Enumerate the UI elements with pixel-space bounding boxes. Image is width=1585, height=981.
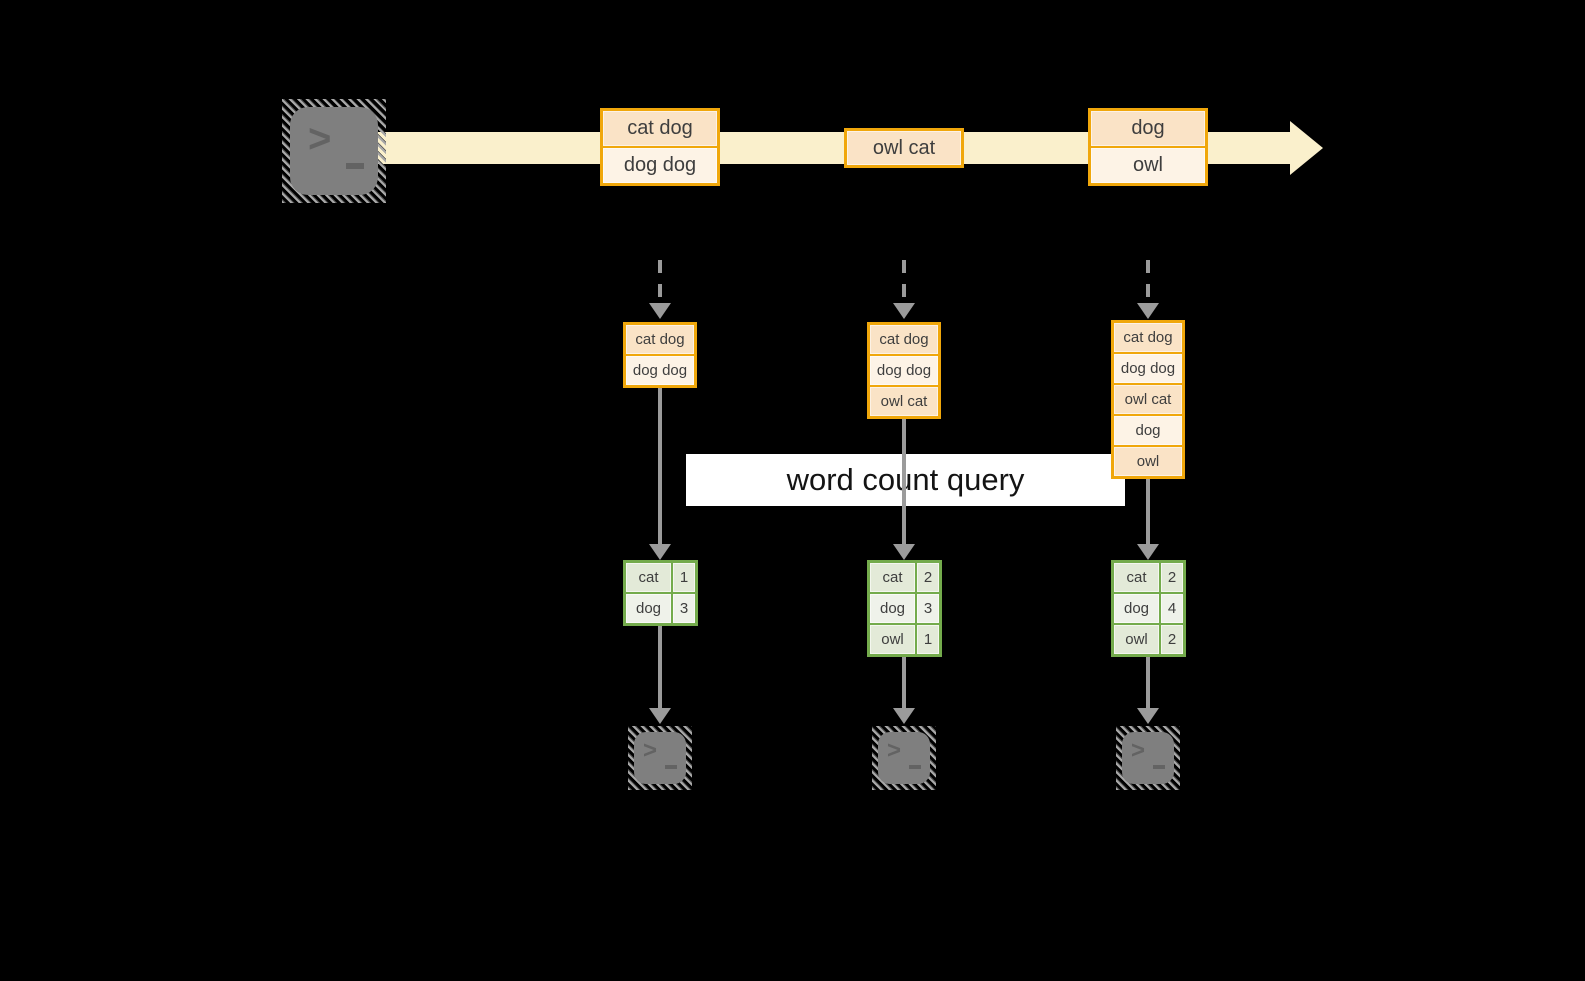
buffer-row: cat dog: [626, 325, 694, 354]
stream-event: dog dog: [603, 148, 717, 183]
arrow-line: [658, 388, 662, 544]
count-table: cat 1 dog 3: [623, 560, 698, 626]
arrowhead-icon: [1137, 303, 1159, 319]
count-word-cell: cat: [870, 563, 915, 592]
count-word-cell: owl: [870, 625, 915, 654]
count-value-cell: 1: [673, 563, 695, 592]
buffer-row: cat dog: [870, 325, 938, 354]
terminal-source-icon: >: [282, 99, 386, 203]
arrowhead-icon: [893, 303, 915, 319]
stream-event: owl: [1091, 148, 1205, 183]
terminal-output-icon: >: [628, 726, 692, 790]
terminal-body: >: [1122, 732, 1174, 784]
count-value-cell: 2: [917, 563, 939, 592]
stream-event-box: cat dog dog dog: [600, 108, 720, 186]
terminal-output-icon: >: [1116, 726, 1180, 790]
arrow-line: [1146, 479, 1150, 544]
arrow-line: [902, 419, 906, 544]
count-value-cell: 2: [1161, 625, 1183, 654]
prompt-underscore-icon: [1153, 765, 1165, 769]
count-word-cell: cat: [626, 563, 671, 592]
terminal-body: >: [878, 732, 930, 784]
arrowhead-icon: [649, 303, 671, 319]
count-value-cell: 2: [1161, 563, 1183, 592]
input-buffer-box: cat dog dog dog: [623, 322, 697, 388]
stream-event: owl cat: [847, 131, 961, 165]
count-word-cell: cat: [1114, 563, 1159, 592]
buffer-row: dog dog: [626, 356, 694, 385]
terminal-body: >: [634, 732, 686, 784]
buffer-row: cat dog: [1114, 323, 1182, 352]
count-word-cell: dog: [626, 594, 671, 623]
stream-event: cat dog: [603, 111, 717, 146]
terminal-body: >: [290, 107, 378, 195]
buffer-row: owl cat: [1114, 385, 1182, 414]
count-word-cell: owl: [1114, 625, 1159, 654]
prompt-chevron-icon: >: [887, 737, 902, 764]
prompt-underscore-icon: [346, 163, 364, 169]
count-value-cell: 4: [1161, 594, 1183, 623]
prompt-underscore-icon: [909, 765, 921, 769]
count-value-cell: 1: [917, 625, 939, 654]
stream-event-box: dog owl: [1088, 108, 1208, 186]
buffer-row: owl: [1114, 447, 1182, 476]
dashed-arrow: [902, 260, 906, 304]
arrowhead-icon: [1137, 544, 1159, 560]
arrowhead-icon: [649, 544, 671, 560]
prompt-underscore-icon: [665, 765, 677, 769]
stream-arrowhead-icon: [1290, 121, 1323, 175]
dashed-arrow: [658, 260, 662, 304]
arrow-line: [902, 657, 906, 708]
arrowhead-icon: [893, 544, 915, 560]
buffer-row: owl cat: [870, 387, 938, 416]
count-table: cat 2 dog 3 owl 1: [867, 560, 942, 657]
count-value-cell: 3: [917, 594, 939, 623]
prompt-chevron-icon: >: [643, 737, 658, 764]
count-value-cell: 3: [673, 594, 695, 623]
prompt-chevron-icon: >: [308, 117, 332, 161]
arrowhead-icon: [649, 708, 671, 724]
buffer-row: dog dog: [870, 356, 938, 385]
arrow-line: [658, 626, 662, 708]
stream-event: dog: [1091, 111, 1205, 146]
arrowhead-icon: [1137, 708, 1159, 724]
terminal-output-icon: >: [872, 726, 936, 790]
dashed-arrow: [1146, 260, 1150, 304]
count-word-cell: dog: [1114, 594, 1159, 623]
input-buffer-box: cat dog dog dog owl cat dog owl: [1111, 320, 1185, 479]
input-buffer-box: cat dog dog dog owl cat: [867, 322, 941, 419]
count-table: cat 2 dog 4 owl 2: [1111, 560, 1186, 657]
arrowhead-icon: [893, 708, 915, 724]
buffer-row: dog dog: [1114, 354, 1182, 383]
count-word-cell: dog: [870, 594, 915, 623]
buffer-row: dog: [1114, 416, 1182, 445]
prompt-chevron-icon: >: [1131, 737, 1146, 764]
arrow-line: [1146, 657, 1150, 708]
stream-event-box: owl cat: [844, 128, 964, 168]
